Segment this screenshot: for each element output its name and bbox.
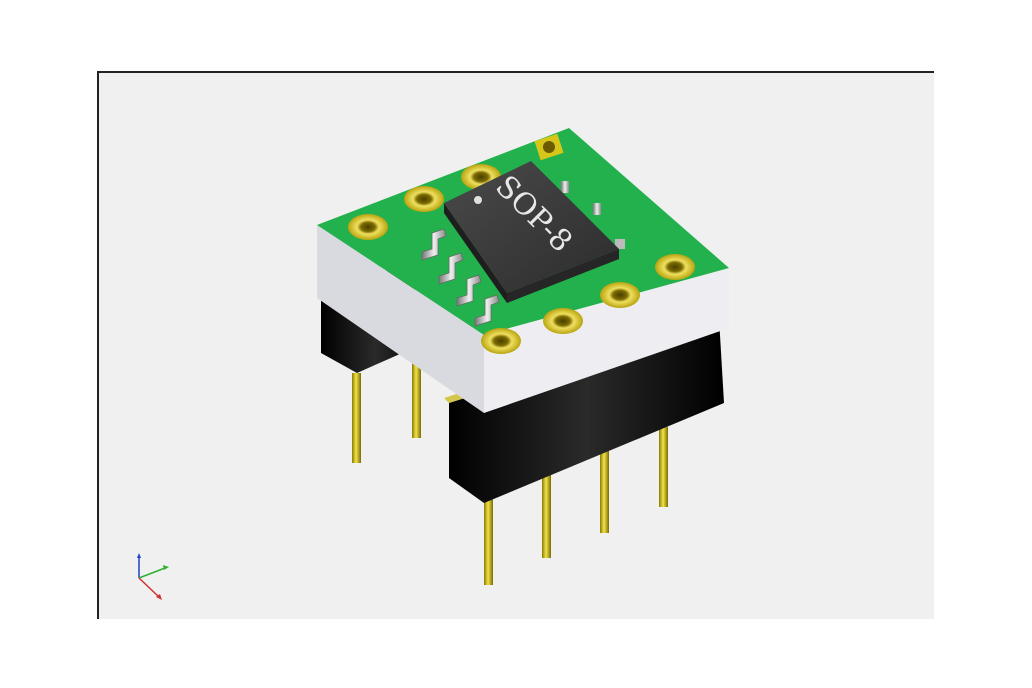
chip-body-side [507,249,619,303]
xyz-axis-triad-icon [137,553,169,600]
sop8-chip: SOP-8 [444,161,619,303]
chip-lead [421,228,447,261]
chip-lead [593,203,601,215]
chip-lead [456,274,482,307]
pad [481,328,521,354]
pcb-edge [317,225,484,413]
3d-model-scene[interactable]: SOP-8 [99,73,936,621]
chip-lead [474,294,500,327]
chip-body-top [444,161,619,293]
chip-leads-front [421,228,500,327]
chip-body-side [444,203,507,303]
header-pin [659,427,668,507]
chip-lead [438,252,464,285]
chip-lead [615,239,625,249]
header-pin [352,373,361,463]
3d-viewport[interactable]: SOP-8 [97,71,934,619]
header-pin [542,473,551,558]
header-pin [412,353,421,438]
pad-square-hole [543,141,555,153]
pad [348,214,388,240]
chip-leads-back [561,181,625,249]
pad [655,254,695,280]
header-pin [600,451,609,533]
chip-lead [561,181,569,193]
pad [543,308,583,334]
pad [404,186,444,212]
header-pin [484,493,493,585]
header-block [449,318,724,503]
pad [600,282,640,308]
pin1-dot-icon [474,196,482,204]
pcb-edge [484,268,729,413]
